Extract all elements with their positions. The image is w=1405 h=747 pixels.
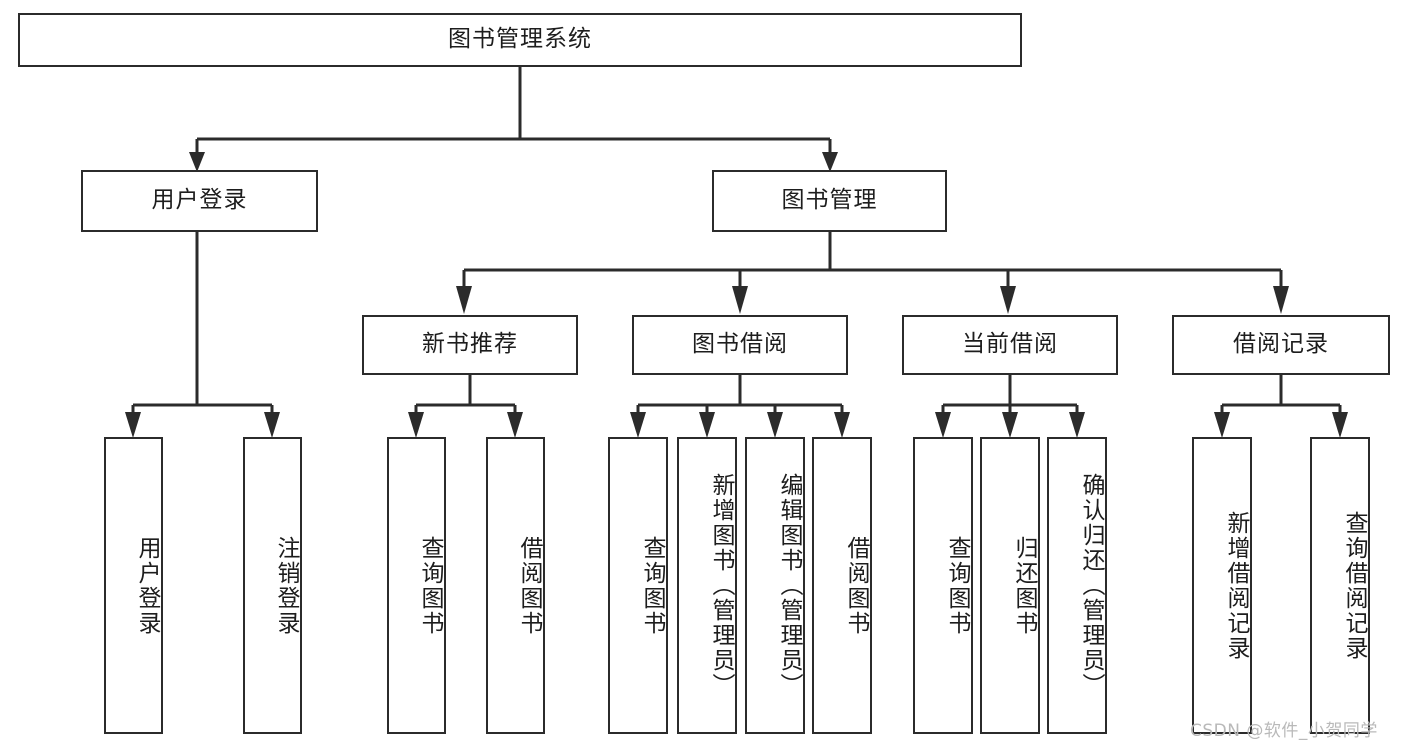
leaf-logout-label: 注销登录 xyxy=(273,535,299,636)
arrowhead-user-login xyxy=(189,152,205,172)
leaf-borrow-book-2[interactable]: 借阅图书 xyxy=(812,437,872,734)
node-book-management[interactable]: 图书管理 xyxy=(712,170,947,232)
node-new-book-recommend-label: 新书推荐 xyxy=(422,331,518,358)
arrowhead-cb-leaf3 xyxy=(1069,412,1085,438)
node-current-borrow-label: 当前借阅 xyxy=(962,331,1058,358)
leaf-query-record[interactable]: 查询借阅记录 xyxy=(1310,437,1370,734)
leaf-confirm-return-label: 确认归还（管理员） xyxy=(1078,473,1104,698)
leaf-edit-book[interactable]: 编辑图书（管理员） xyxy=(745,437,805,734)
arrowheads xyxy=(125,152,1348,438)
leaf-add-record[interactable]: 新增借阅记录 xyxy=(1192,437,1252,734)
node-book-borrow[interactable]: 图书借阅 xyxy=(632,315,848,375)
leaf-confirm-return[interactable]: 确认归还（管理员） xyxy=(1047,437,1107,734)
leaf-query-book-1[interactable]: 查询图书 xyxy=(387,437,446,734)
arrowhead-new-book xyxy=(456,286,472,314)
leaf-return-book[interactable]: 归还图书 xyxy=(980,437,1040,734)
arrowhead-nbr-leaf1 xyxy=(408,412,424,438)
leaf-query-book-2[interactable]: 查询图书 xyxy=(608,437,668,734)
arrowhead-br-leaf1 xyxy=(1214,412,1230,438)
leaf-user-login[interactable]: 用户登录 xyxy=(104,437,163,734)
leaf-edit-book-label: 编辑图书（管理员） xyxy=(776,473,802,698)
leaf-borrow-book-2-label: 借阅图书 xyxy=(843,535,869,636)
leaf-query-book-3[interactable]: 查询图书 xyxy=(913,437,973,734)
node-current-borrow[interactable]: 当前借阅 xyxy=(902,315,1118,375)
node-user-login-label: 用户登录 xyxy=(151,187,248,214)
arrowhead-bb-leaf1 xyxy=(630,412,646,438)
arrowhead-current-borrow xyxy=(1000,286,1016,314)
leaf-add-book-label: 新增图书（管理员） xyxy=(708,473,734,698)
leaf-borrow-book-1-label: 借阅图书 xyxy=(516,535,542,636)
arrowhead-nbr-leaf2 xyxy=(507,412,523,438)
arrowhead-book-borrow xyxy=(732,286,748,314)
arrowhead-cb-leaf1 xyxy=(935,412,951,438)
leaf-query-book-2-label: 查询图书 xyxy=(639,535,665,636)
leaf-user-login-label: 用户登录 xyxy=(134,535,160,636)
leaf-borrow-book-1[interactable]: 借阅图书 xyxy=(486,437,545,734)
leaf-query-book-1-label: 查询图书 xyxy=(417,535,443,636)
leaf-return-book-label: 归还图书 xyxy=(1011,535,1037,636)
node-borrow-record[interactable]: 借阅记录 xyxy=(1172,315,1390,375)
leaf-query-book-3-label: 查询图书 xyxy=(944,535,970,636)
node-root[interactable]: 图书管理系统 xyxy=(18,13,1022,67)
leaf-query-record-label: 查询借阅记录 xyxy=(1341,510,1367,661)
arrowhead-borrow-record xyxy=(1273,286,1289,314)
arrowhead-bb-leaf4 xyxy=(834,412,850,438)
node-book-borrow-label: 图书借阅 xyxy=(692,331,788,358)
leaf-add-record-label: 新增借阅记录 xyxy=(1223,510,1249,661)
arrowhead-bb-leaf2 xyxy=(699,412,715,438)
arrowhead-br-leaf2 xyxy=(1332,412,1348,438)
node-user-login[interactable]: 用户登录 xyxy=(81,170,318,232)
leaf-add-book[interactable]: 新增图书（管理员） xyxy=(677,437,737,734)
leaf-logout[interactable]: 注销登录 xyxy=(243,437,302,734)
node-book-management-label: 图书管理 xyxy=(781,187,878,214)
arrowhead-ul-leaf2 xyxy=(264,412,280,438)
arrowhead-ul-leaf1 xyxy=(125,412,141,438)
node-borrow-record-label: 借阅记录 xyxy=(1233,331,1329,358)
node-new-book-recommend[interactable]: 新书推荐 xyxy=(362,315,578,375)
node-root-label: 图书管理系统 xyxy=(448,26,592,53)
arrowhead-cb-leaf2 xyxy=(1002,412,1018,438)
arrowhead-book-management xyxy=(822,152,838,172)
arrowhead-bb-leaf3 xyxy=(767,412,783,438)
